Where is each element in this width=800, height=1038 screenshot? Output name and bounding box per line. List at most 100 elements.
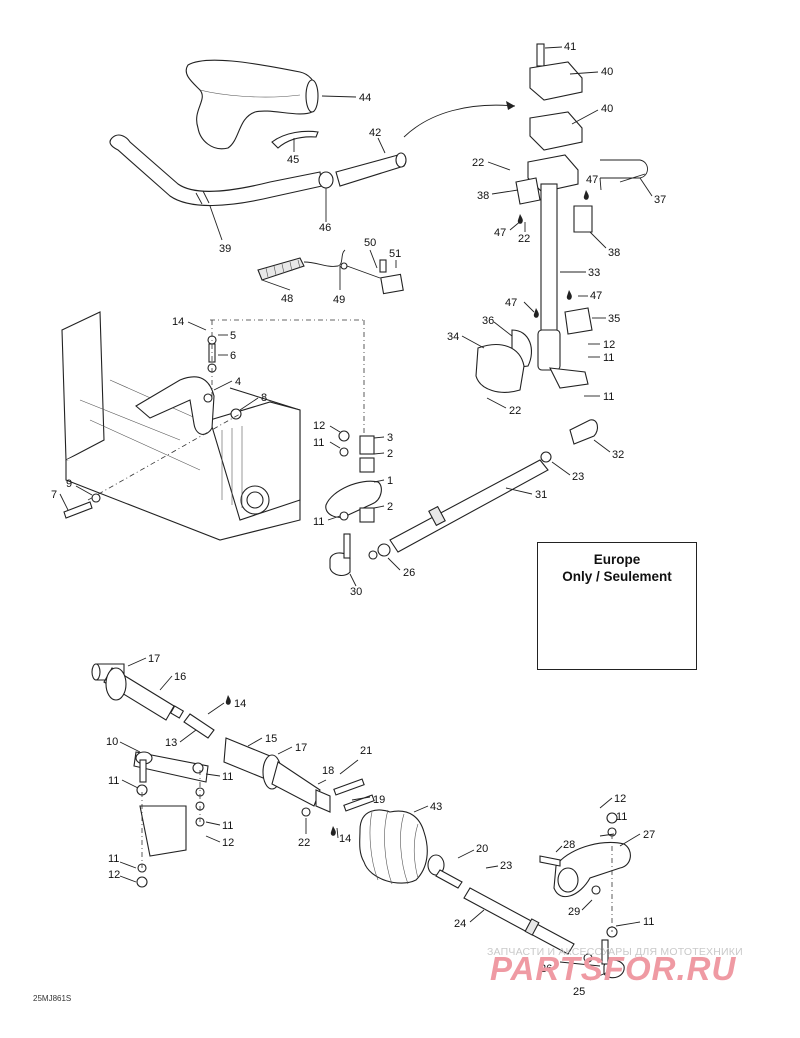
callout-45: 45: [287, 154, 299, 166]
callout-25: 25: [573, 986, 585, 998]
callout-27: 27: [643, 829, 655, 841]
callout-10: 10: [106, 736, 118, 748]
callout-29: 29: [568, 906, 580, 918]
callout-15: 15: [265, 733, 277, 745]
lower-linkage: [91, 663, 375, 888]
frame-assembly: [61, 311, 301, 541]
callout-22: 22: [518, 233, 530, 245]
pad-strap: [271, 130, 319, 149]
callout-1: 1: [387, 475, 393, 487]
callout-22: 22: [509, 405, 521, 417]
callout-26: 26: [403, 567, 415, 579]
callout-47: 47: [505, 297, 517, 309]
callout-31: 31: [535, 489, 547, 501]
callout-38: 38: [477, 190, 489, 202]
arrow-to-stem: [403, 104, 516, 138]
callout-28: 28: [563, 839, 575, 851]
callout-43: 43: [430, 801, 442, 813]
callout-12: 12: [222, 837, 234, 849]
callout-11: 11: [603, 391, 614, 403]
tie-rod-24: [463, 887, 625, 979]
callout-35: 35: [608, 313, 620, 325]
callout-39: 39: [219, 243, 231, 255]
callout-22: 22: [472, 157, 484, 169]
callout-9: 9: [66, 478, 72, 490]
callout-50: 50: [364, 237, 376, 249]
callout-51: 51: [389, 248, 401, 260]
center-linkage: [210, 319, 599, 577]
callout-11: 11: [313, 437, 324, 449]
callout-20: 20: [476, 843, 488, 855]
callout-17: 17: [295, 742, 307, 754]
callout-11: 11: [108, 853, 119, 865]
callout-46: 46: [319, 222, 331, 234]
figure-code: 25MJ861S: [33, 994, 72, 1003]
handlebar-pad: [185, 59, 319, 150]
callout-2: 2: [387, 501, 393, 513]
callout-2: 2: [387, 448, 393, 460]
inset-title: Europe Only / Seulement: [562, 552, 672, 584]
callout-14: 14: [234, 698, 246, 710]
callout-11: 11: [222, 771, 233, 783]
callout-19: 19: [373, 794, 385, 806]
callout-17: 17: [148, 653, 160, 665]
callout-12: 12: [603, 339, 615, 351]
callout-49: 49: [333, 294, 345, 306]
callout-11: 11: [108, 775, 119, 787]
callout-38: 38: [608, 247, 620, 259]
steering-column: [475, 43, 648, 393]
callout-21: 21: [360, 745, 372, 757]
callout-8: 8: [261, 392, 267, 404]
callout-24: 24: [454, 918, 466, 930]
sealant-drop-icons: [225, 190, 589, 836]
callout-47: 47: [590, 290, 602, 302]
callout-13: 13: [165, 737, 177, 749]
callout-40: 40: [601, 103, 613, 115]
callout-6: 6: [230, 350, 236, 362]
callout-14: 14: [339, 833, 351, 845]
callout-47: 47: [494, 227, 506, 239]
grip-heater-48: [257, 249, 404, 295]
steering-arm-27: [539, 812, 631, 938]
callout-14: 14: [172, 316, 184, 328]
callout-18: 18: [322, 765, 334, 777]
callout-12: 12: [614, 793, 626, 805]
callout-7: 7: [51, 489, 57, 501]
callout-32: 32: [612, 449, 624, 461]
callout-42: 42: [369, 127, 381, 139]
callout-3: 3: [387, 432, 393, 444]
callout-11: 11: [313, 516, 324, 528]
callout-41: 41: [564, 41, 576, 53]
callout-23: 23: [572, 471, 584, 483]
callout-4: 4: [235, 376, 241, 388]
callout-labels: 41 40 40 44 42 45 46 39 22 38 47 37 47 2…: [51, 41, 675, 998]
boot-43: [359, 809, 463, 889]
callout-11: 11: [643, 916, 654, 928]
watermark-logo: PARTSFOR.RU: [490, 950, 737, 987]
callout-37: 37: [654, 194, 666, 206]
callout-11: 11: [603, 352, 614, 364]
handlebar: [109, 134, 407, 207]
callout-11: 11: [222, 820, 233, 832]
arrow-head: [506, 101, 515, 110]
callout-44: 44: [359, 92, 371, 104]
callout-26: 26: [540, 963, 552, 975]
callout-40: 40: [601, 66, 613, 78]
callout-16: 16: [174, 671, 186, 683]
callout-12: 12: [313, 420, 325, 432]
callout-34: 34: [447, 331, 459, 343]
europe-only-inset: Europe Only / Seulement: [537, 542, 697, 670]
leader-lines: [59, 46, 661, 981]
callout-11: 11: [616, 811, 627, 823]
callout-30: 30: [350, 586, 362, 598]
callout-33: 33: [588, 267, 600, 279]
callout-48: 48: [281, 293, 293, 305]
callout-47: 47: [586, 174, 598, 186]
watermark-tagline: ЗАПЧАСТИ И АКСЕССУАРЫ ДЛЯ МОТОТЕХНИКИ: [487, 946, 743, 958]
callout-22: 22: [298, 837, 310, 849]
callout-5: 5: [230, 330, 236, 342]
callout-23: 23: [500, 860, 512, 872]
callout-36: 36: [482, 315, 494, 327]
callout-12: 12: [108, 869, 120, 881]
